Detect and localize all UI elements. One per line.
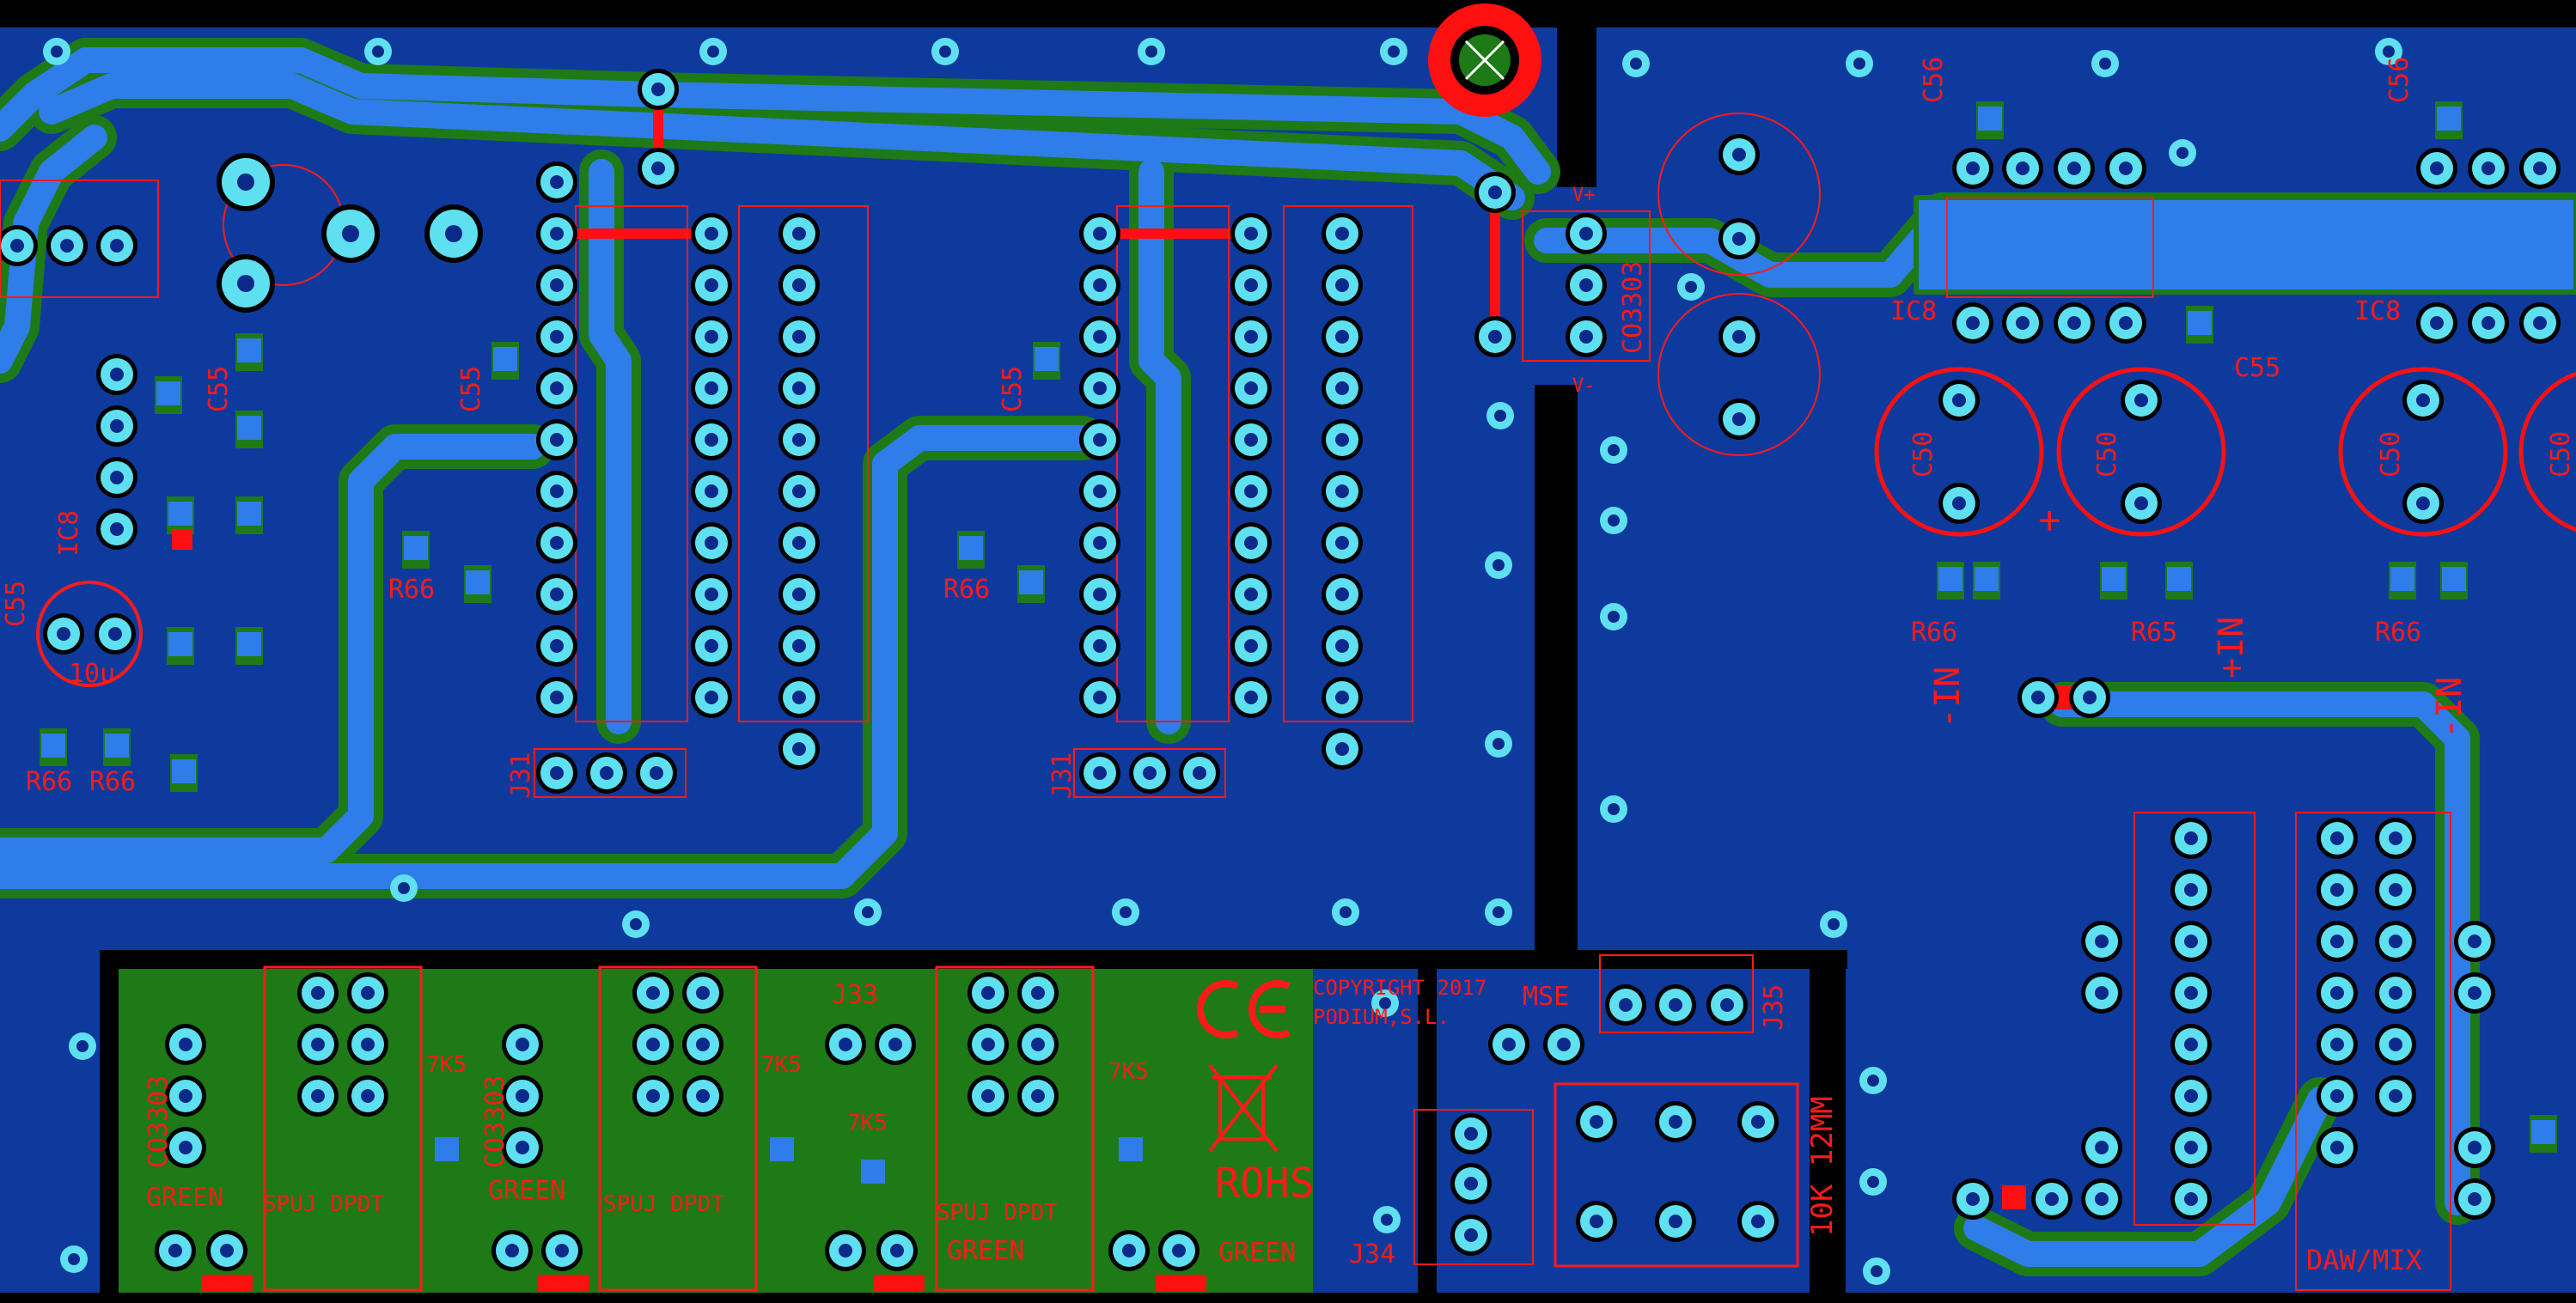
label-in-minus-a: -IN [1928,667,1968,728]
ic-socket-left [534,69,869,798]
label-daw-mix: DAW/MIX [2306,1244,2422,1276]
label-j33: J33 [832,980,878,1010]
label-c55-a: C55 [204,366,234,412]
label-c56-b: C56 [2384,57,2414,103]
label-copyright: COPYRIGHT 2017 [1313,976,1486,1000]
isolation-mid-bottom [1418,950,1437,1294]
label-spuj-b: SPUJ DPDT [603,1191,724,1217]
label-co3303-a: CO3303 [143,1075,174,1168]
label-j31-a: J31 [506,752,536,799]
ic-socket-middle [1073,205,1413,798]
label-r66-e: R66 [1911,618,1957,648]
label-spuj-a: SPUJ DPDT [263,1191,384,1217]
label-cap-10u: 10u [69,659,115,689]
switch-panel [155,954,1799,1292]
label-ic8-b: IC8 [1890,296,1937,326]
label-c50-b: C50 [2092,431,2122,478]
top-edge [0,0,2576,27]
label-ic8-c: IC8 [2354,296,2401,326]
label-j34: J34 [1349,1239,1395,1270]
label-v-plus: V+ [1572,185,1596,206]
label-green-d: GREEN [1218,1238,1296,1268]
silkscreen-labels: C56 C56 C55 C55 C55 C55 C55 IC8 IC8 IC8 … [1,57,2576,1276]
label-company: PODIUM,S.L. [1313,1005,1450,1029]
label-ic8-a: IC8 [54,510,84,557]
label-spuj-c: SPUJ DPDT [937,1200,1058,1226]
smd-components [40,101,2557,1209]
label-mse: MSE [1523,982,1569,1012]
label-green-b: GREEN [488,1176,565,1206]
isolation-bar-bottom [100,950,1847,969]
label-c55-c: C55 [998,366,1028,412]
label-pot: 10K 12MM [1805,1096,1840,1237]
label-j35: J35 [1759,984,1789,1031]
label-ce: CE [1229,1051,1248,1069]
label-7k5-c: 7K5 [847,1111,888,1136]
isolation-slot-top [1557,24,1596,187]
ce-mark-icon [1197,980,1291,1038]
label-green-a: GREEN [146,1183,223,1213]
label-r66-c: R66 [26,767,72,797]
label-c55-d: C55 [2234,353,2280,383]
label-c50-d: C50 [2546,431,2576,478]
label-c55-e: C55 [1,581,31,627]
label-c50-c: C50 [2376,431,2406,478]
label-v-minus: V- [1572,375,1596,397]
label-r66-f: R66 [2375,618,2421,648]
label-green-c: GREEN [947,1236,1024,1266]
label-r66-b: R66 [943,575,990,605]
label-7k5-b: 7K5 [761,1052,802,1078]
label-c55-b: C55 [456,366,486,412]
mounting-hole-icon [1428,3,1541,117]
label-r66-a: R66 [388,575,435,605]
label-co3303-c: CO3303 [1618,261,1648,354]
label-r66-d: R66 [89,767,136,797]
label-rohs: ROHS [1215,1160,1315,1208]
label-j31-b: J31 [1047,752,1077,799]
label-r65: R65 [2131,618,2177,648]
label-co3303-b: CO3303 [480,1075,510,1168]
isolation-left [100,950,119,1294]
right-power-section [1474,113,2576,1291]
label-plus: + [2038,498,2061,542]
label-in-plus: +IN [2212,617,2251,679]
isolation-slot-mid [1535,385,1578,952]
label-c50-a: C50 [1908,431,1938,478]
weee-bin-icon [1208,1063,1279,1153]
input-jack-left [0,153,483,687]
trace-network [0,38,2576,1276]
bottom-edge [0,1293,2576,1303]
isolation-right-bottom [1810,950,1846,1294]
label-7k5-a: 7K5 [426,1052,467,1078]
label-in-minus-b: -IN [2430,677,2469,739]
label-c56-a: C56 [1919,57,1949,103]
label-7k5-d: 7K5 [1108,1059,1149,1085]
